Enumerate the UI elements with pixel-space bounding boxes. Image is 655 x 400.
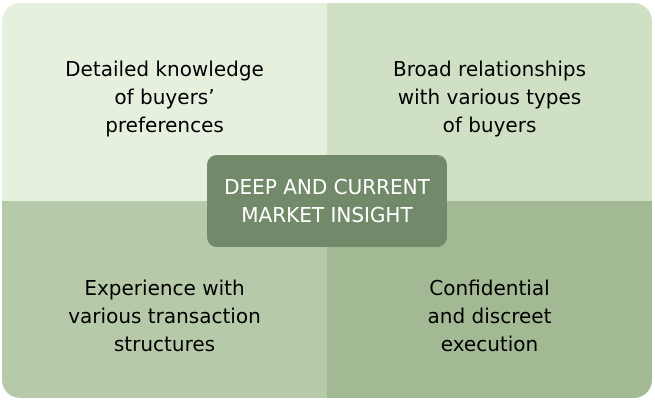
quadrant-bottom-left: Experience with various transaction stru… <box>2 201 327 398</box>
center-box: DEEP AND CURRENT MARKET INSIGHT <box>207 155 447 247</box>
quadrant-top-left: Detailed knowledge of buyers’ preference… <box>2 3 327 201</box>
center-label: DEEP AND CURRENT MARKET INSIGHT <box>224 175 430 227</box>
quadrant-text-buyers-preferences: Detailed knowledge of buyers’ preference… <box>65 57 264 137</box>
quadrant-text-broad-relationships: Broad relationships with various types o… <box>392 57 587 137</box>
quadrant-text-transaction-structures: Experience with various transaction stru… <box>68 276 261 356</box>
quadrant-text-confidential-execution: Confidential and discreet execution <box>427 276 552 356</box>
